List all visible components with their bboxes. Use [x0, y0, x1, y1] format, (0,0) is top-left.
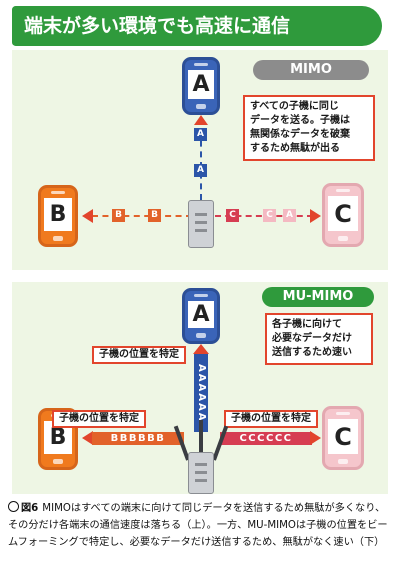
phone-speaker: [336, 412, 350, 415]
locate-label-top: 子機の位置を特定: [92, 346, 186, 364]
router-vent: [195, 463, 207, 466]
phone-button: [53, 236, 63, 241]
mimo-router: [188, 200, 214, 248]
router-vent: [195, 213, 207, 216]
router-vent: [195, 229, 207, 232]
mimo-left-chip: B: [148, 209, 161, 222]
phone-speaker: [336, 189, 350, 192]
device-c-label: C: [328, 419, 358, 454]
mimo-callout-line: すべての子機に同じ: [250, 101, 339, 112]
mimo-mode-label: MIMO: [253, 60, 369, 80]
mimo-right-chip: A: [283, 209, 296, 222]
mumimo-callout-line: 各子機に向けて: [272, 319, 342, 330]
device-a-phone: A: [182, 288, 220, 344]
phone-button: [196, 104, 206, 109]
mimo-up-arrow: [194, 115, 208, 125]
phone-speaker: [194, 294, 208, 297]
mimo-callout-line: するため無駄が出る: [250, 143, 340, 154]
mimo-up-chip: A: [194, 164, 207, 177]
mimo-right-arrow: [310, 209, 321, 223]
mumimo-left-stream: BBBBBB: [92, 432, 184, 445]
mumimo-router-antenna: [199, 420, 203, 460]
circle-arrow-icon: [8, 501, 19, 512]
mumimo-left-arrow: [82, 431, 93, 445]
phone-speaker: [51, 191, 65, 194]
mimo-callout: すべての子機に同じ データを送る。子機は 無関係なデータを破棄 するため無駄が出…: [243, 95, 375, 161]
device-b-label: B: [44, 198, 72, 231]
phone-button: [338, 236, 348, 241]
mimo-up-chip: A: [194, 128, 207, 141]
diagram-title: 端末が多い環境でも高速に通信: [12, 6, 382, 46]
mumimo-router: [188, 452, 214, 494]
phone-button: [196, 333, 206, 338]
device-a-label: A: [188, 70, 214, 99]
mumimo-right-arrow: [310, 431, 321, 445]
device-c-phone: C: [322, 406, 364, 470]
router-vent: [195, 221, 207, 224]
mimo-left-chip: B: [112, 209, 125, 222]
phone-speaker: [194, 63, 208, 66]
mimo-callout-line: データを送る。子機は: [250, 115, 350, 126]
device-a-phone: A: [182, 57, 220, 115]
router-vent: [195, 479, 207, 482]
locate-label-left: 子機の位置を特定: [52, 410, 146, 428]
caption-text: MIMOはすべての端末に向けて同じデータを送信するため無駄が多くなり、その分だけ…: [8, 503, 388, 548]
mimo-right-chip: C: [263, 209, 276, 222]
mumimo-right-stream: CCCCCC: [220, 432, 312, 445]
router-vent: [195, 471, 207, 474]
mumimo-mode-label: MU-MIMO: [262, 287, 374, 307]
mumimo-up-stream: AAAAAA: [194, 354, 208, 432]
mimo-left-stream-line: [92, 215, 192, 217]
phone-button: [53, 459, 63, 464]
device-b-phone: B: [38, 185, 78, 247]
mumimo-up-arrow: [193, 344, 209, 354]
mimo-right-chip: C: [226, 209, 239, 222]
mumimo-callout: 各子機に向けて 必要なデータだけ 送信するため速い: [265, 313, 373, 365]
mimo-callout-line: 無関係なデータを破棄: [250, 129, 350, 140]
mimo-left-arrow: [82, 209, 93, 223]
figure-label: 図6: [21, 503, 39, 514]
mumimo-callout-line: 必要なデータだけ: [272, 333, 352, 344]
device-a-label: A: [188, 301, 214, 328]
device-c-phone: C: [322, 183, 364, 247]
mumimo-callout-line: 送信するため速い: [272, 347, 352, 358]
device-c-label: C: [328, 196, 358, 231]
phone-button: [338, 459, 348, 464]
locate-label-right: 子機の位置を特定: [224, 410, 318, 428]
